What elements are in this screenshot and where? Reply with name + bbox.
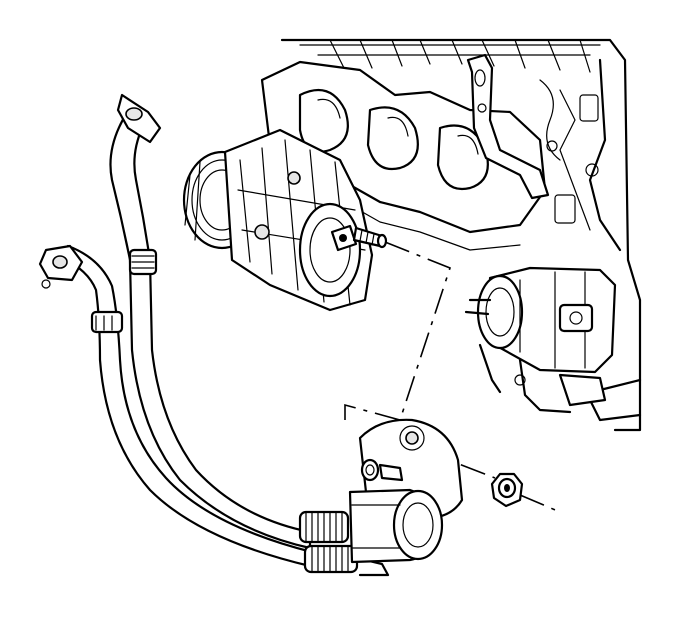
ac-compressor: [182, 128, 374, 312]
retaining-nut: [490, 472, 524, 508]
starter-motor: [464, 266, 617, 414]
engine-block: [280, 38, 642, 432]
hose-manifold-block: [348, 418, 464, 564]
refrigerant-hose-assembly: [38, 93, 390, 577]
compressor-stud: [352, 226, 388, 249]
